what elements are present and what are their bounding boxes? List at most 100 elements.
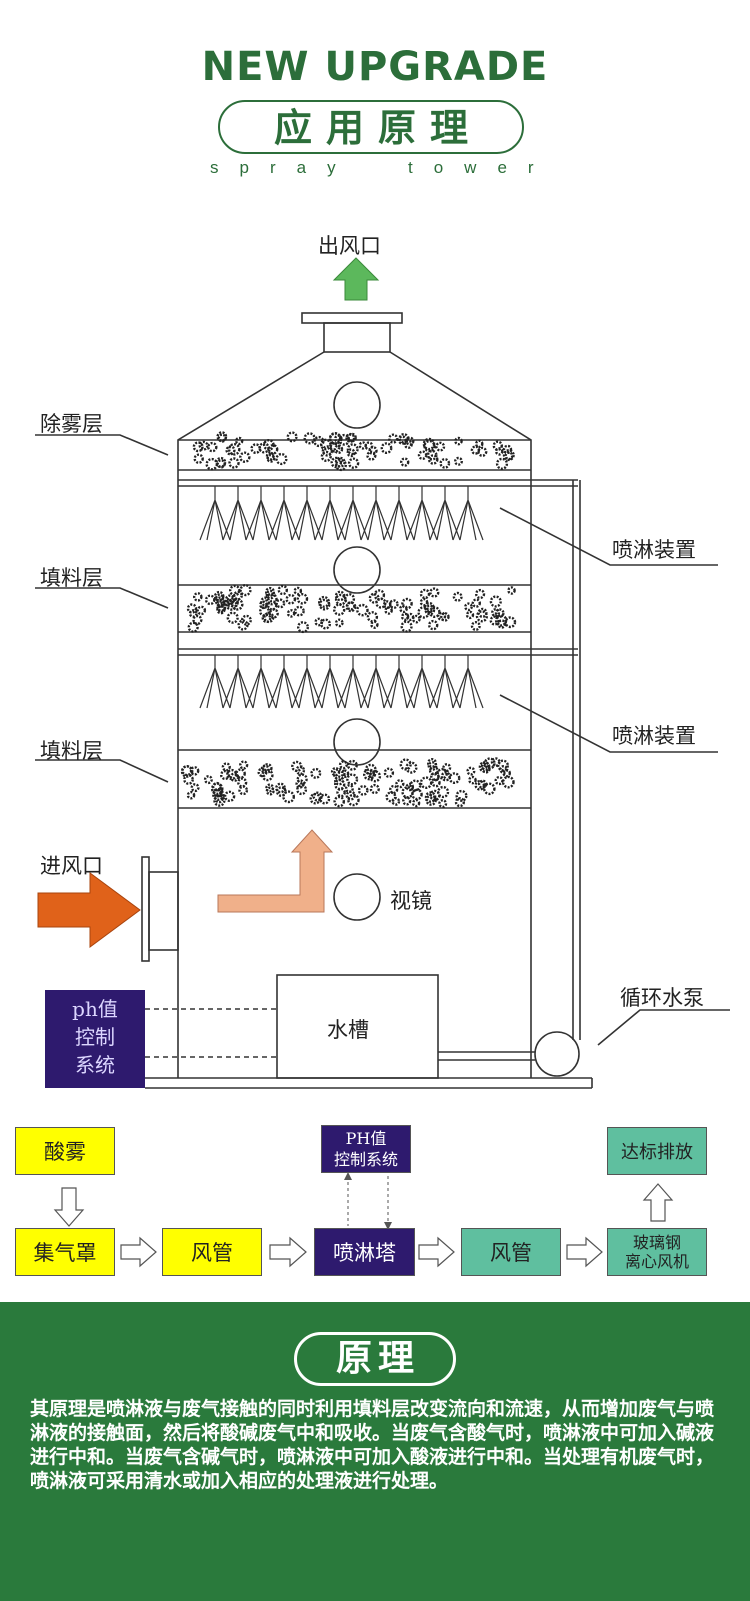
packing-ring xyxy=(193,453,204,464)
packing-ring xyxy=(494,447,504,456)
packing-ring xyxy=(204,594,216,606)
packing-ring xyxy=(319,793,331,805)
packing-ring xyxy=(295,779,305,789)
packing-ring xyxy=(389,784,399,795)
packing-ring xyxy=(405,761,418,774)
packing-ring xyxy=(474,780,486,791)
packing-ring xyxy=(295,765,306,776)
packing-ring xyxy=(261,613,272,623)
right-arrow-icon xyxy=(120,1236,157,1268)
tower-right-wall xyxy=(389,351,532,1078)
packing-ring xyxy=(411,788,423,801)
packing-ring xyxy=(367,769,377,779)
packing-ring xyxy=(466,766,476,776)
packing-ring xyxy=(405,782,415,792)
packing-ring xyxy=(313,435,325,448)
packing-ring xyxy=(293,586,303,596)
packing-ring xyxy=(385,791,397,803)
packing-ring xyxy=(400,457,410,467)
spray-nozzles-1 xyxy=(199,486,484,541)
packing-ring xyxy=(240,614,252,626)
inlet-label: 进风口 xyxy=(40,854,103,878)
packing-ring xyxy=(237,619,249,631)
spray-tower-box: 喷淋塔 xyxy=(314,1228,415,1276)
packing-ring xyxy=(334,618,344,628)
packing-ring xyxy=(334,593,347,606)
packing-ring xyxy=(499,765,509,775)
packing-ring xyxy=(431,778,441,788)
spray-nozzles-2 xyxy=(199,655,484,709)
packing-ring xyxy=(260,596,271,607)
packing-ring xyxy=(497,619,507,629)
packing-ring xyxy=(228,457,240,469)
packing-ring xyxy=(343,593,356,605)
packing-ring xyxy=(419,588,431,600)
packing-ring xyxy=(346,443,359,456)
packing-ring xyxy=(384,606,393,615)
packing-ring xyxy=(215,456,227,468)
packing-ring xyxy=(439,457,451,469)
packing-ring xyxy=(427,758,438,769)
header-title: NEW UPGRADE xyxy=(201,44,549,90)
packing-ring xyxy=(318,598,331,611)
spray-device-label-2: 喷淋装置 xyxy=(612,724,696,748)
packing-ring xyxy=(207,441,218,453)
sight-glass-low xyxy=(333,718,381,766)
packing-ring xyxy=(400,612,410,621)
packing-ring xyxy=(409,779,422,792)
packing-ring xyxy=(395,779,405,789)
duct-box-1: 风管 xyxy=(162,1228,262,1276)
packing-ring xyxy=(282,790,295,804)
packing-ring xyxy=(417,606,431,619)
packing-ring xyxy=(375,597,387,609)
packing-ring xyxy=(217,433,227,443)
packing-ring xyxy=(334,775,345,786)
packing-ring xyxy=(454,796,466,808)
packing-ring xyxy=(455,789,468,802)
gas-flow-arrow xyxy=(217,829,334,913)
packing-ring xyxy=(405,436,415,446)
packing-ring xyxy=(238,785,249,796)
packing-ring xyxy=(221,762,231,772)
packing-ring xyxy=(333,444,344,455)
packing-ring xyxy=(401,786,414,799)
packing-ring xyxy=(328,431,342,445)
packing-ring xyxy=(309,792,322,805)
packing-ring xyxy=(417,450,428,461)
packing-ring xyxy=(401,597,413,610)
ph-flow-line-2: 控制系统 xyxy=(333,1150,398,1169)
packing-ring xyxy=(198,440,209,451)
packing-ring xyxy=(275,452,288,466)
packing-ring xyxy=(428,606,441,618)
chimney-neck xyxy=(323,322,391,353)
packing-ring xyxy=(227,442,241,456)
packing-ring xyxy=(265,786,275,796)
packing-ring xyxy=(259,606,271,618)
packing-ring xyxy=(332,768,346,781)
packing-ring xyxy=(369,783,380,795)
packing-ring xyxy=(436,768,448,780)
packing-ring xyxy=(336,787,346,798)
packing-ring xyxy=(296,784,308,796)
packing-ring xyxy=(210,782,224,796)
packing-ring xyxy=(347,457,360,469)
packing-ring xyxy=(440,771,451,782)
ph-control-line-1: ph值 xyxy=(72,997,118,1021)
packing-ring xyxy=(186,603,198,614)
packing-ring xyxy=(226,611,239,624)
packing-layer-label-1: 填料层 xyxy=(40,566,103,590)
packing-ring xyxy=(216,599,226,608)
packing-ring xyxy=(344,784,354,794)
packing-ring xyxy=(275,786,287,797)
packing-ring xyxy=(226,768,238,781)
packing-ring xyxy=(192,614,203,626)
packing-ring xyxy=(188,609,198,618)
tagline-tower: tower xyxy=(408,158,555,177)
packing-ring xyxy=(334,458,348,472)
packing-ring xyxy=(346,759,358,771)
packing-ring xyxy=(471,598,481,608)
principle-title: 原理 xyxy=(294,1332,456,1386)
packing-ring xyxy=(435,441,446,452)
packing-ring xyxy=(366,611,379,623)
packing-ring xyxy=(454,436,463,446)
